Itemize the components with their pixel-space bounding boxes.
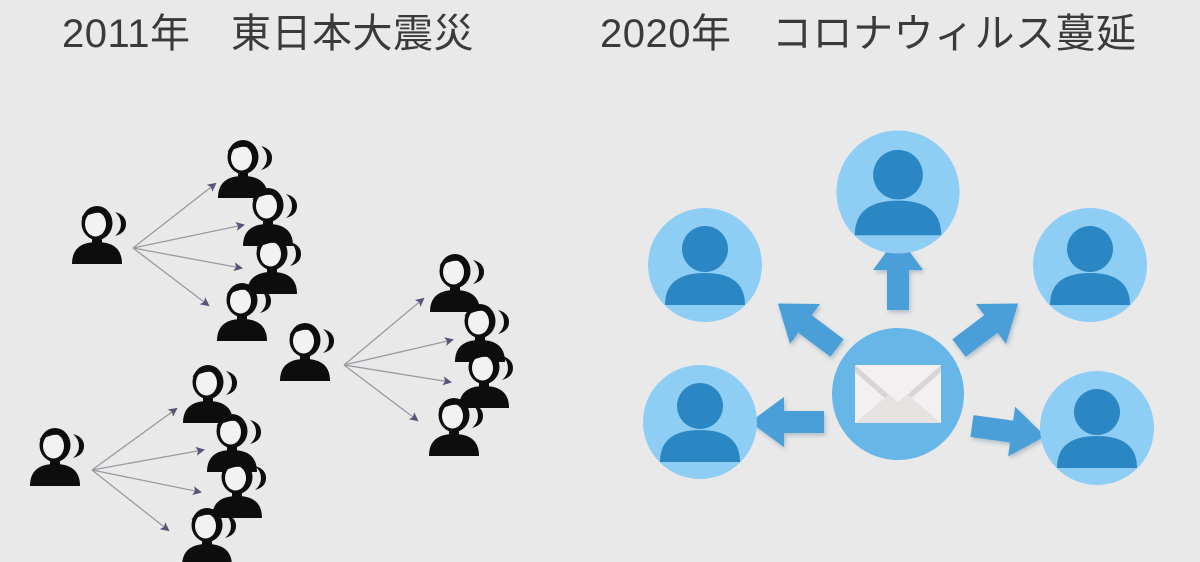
- heading-2020-coronavirus: 2020年 コロナウィルス蔓延: [600, 12, 1137, 56]
- chain-arrow: [132, 247, 243, 272]
- heading-2011-earthquake: 2011年 東日本大震災: [62, 12, 475, 56]
- broadcast-arrow-up-left: [762, 283, 853, 368]
- person-with-phone-icon: [429, 398, 483, 456]
- person-avatar-icon-lower-left: [643, 365, 757, 479]
- person-with-phone-icon: [182, 508, 236, 562]
- chain-diagram-canvas: [30, 140, 513, 562]
- person-avatar-icon-upper-right: [1033, 208, 1147, 322]
- envelope-icon: [855, 365, 941, 423]
- chain-arrow: [132, 247, 210, 307]
- chain-arrow: [91, 469, 202, 496]
- chain-arrow: [91, 469, 170, 532]
- person-with-phone-icon-source: [30, 428, 84, 486]
- chain-arrow: [343, 364, 419, 422]
- chain-arrow: [91, 407, 178, 471]
- broadcast-email-diagram: [600, 60, 1200, 562]
- person-with-phone-icon: [217, 283, 271, 341]
- broadcast-diagram-canvas: [643, 130, 1154, 485]
- envelope-hub: [832, 328, 964, 460]
- chain-arrow: [132, 182, 217, 249]
- chain-cluster-middle-right: [280, 254, 513, 456]
- person-avatar-icon-upper-left: [648, 208, 762, 322]
- broadcast-arrow-up-right: [943, 283, 1034, 368]
- chain-cluster-bottom-left: [30, 365, 266, 562]
- person-avatar-icon-top: [836, 130, 960, 254]
- chain-arrows: [132, 182, 245, 307]
- chain-cluster-top-left: [72, 140, 301, 341]
- person-with-phone-icon-source: [280, 323, 334, 381]
- chain-arrow: [343, 297, 425, 366]
- broadcast-arrow-left: [750, 397, 824, 447]
- chain-arrow: [343, 364, 452, 386]
- broadcast-arrow-right: [968, 401, 1049, 462]
- person-with-phone-icon: [183, 365, 237, 423]
- chain-arrows: [91, 407, 205, 532]
- person-with-phone-icon: [430, 254, 484, 312]
- chain-arrow: [132, 222, 245, 249]
- chain-arrow: [343, 337, 454, 366]
- chain-arrow: [91, 446, 205, 471]
- person-with-phone-icon-source: [72, 206, 126, 264]
- person-avatar-icon-lower-right: [1040, 371, 1154, 485]
- chain-arrows: [343, 297, 454, 422]
- person-to-person-chain-diagram: [0, 60, 560, 562]
